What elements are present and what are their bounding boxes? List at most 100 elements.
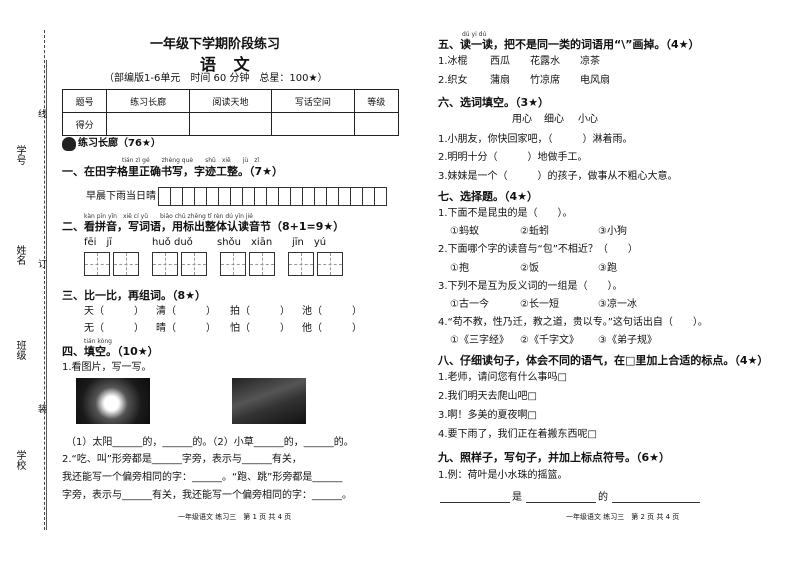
name-label: 姓名 (14, 245, 25, 265)
q1-pinyin: tián zì gé zhèng què shū xiě jù zǐ (122, 157, 260, 164)
q2-pinyin-3: shǒu xiān (217, 237, 273, 248)
score-row-label: 得分 (61, 112, 108, 136)
q2-pinyin-1: fēi jī (84, 237, 113, 248)
q3-item[interactable]: 他（ ） (302, 323, 362, 334)
q8-line[interactable]: 2.我们明天去爬山吧□ (438, 391, 537, 402)
class-label: 班级 (14, 340, 25, 360)
answer-box-1[interactable] (84, 252, 142, 276)
q9-word-de: 的 (598, 492, 608, 503)
exam-meta: （部编版1-6单元 时间 60 分钟 总星：100★） (104, 73, 328, 84)
q1-sentence: 早晨下雨当日晴 (86, 191, 156, 202)
q2-pinyin: kàn pīn yīn xiě cí yǔ biāo chū zhěng tǐ … (84, 213, 253, 220)
subject-title: 语 文 (200, 55, 256, 74)
q3-item[interactable]: 拍（ ） (230, 306, 290, 317)
score-header: 写话空间 (271, 89, 355, 113)
binding-margin: 学号 姓名 班级 学校 线 订 装 (0, 0, 58, 561)
score-header: 练习长廊 (106, 89, 190, 113)
q6-option: 细心 (544, 114, 564, 125)
q7-question-3: 3.下列不是互为反义词的一组是（ ）。 (438, 281, 623, 292)
q7-option[interactable]: ②饭 (520, 263, 539, 274)
q9-blank-1[interactable] (440, 502, 510, 503)
q4-sub1: 1.看图片，写一写。 (62, 362, 152, 373)
q7-option[interactable]: ②蚯蚓 (520, 226, 549, 237)
q6-title: 六、选词填空。（3★） (438, 96, 550, 109)
q4-line4[interactable]: 字旁，表示与______有关，我还能写一个偏旁相同的字：______。 (62, 490, 352, 501)
score-cell[interactable] (188, 112, 273, 136)
q2-pinyin-2: huǒ duǒ (152, 237, 193, 248)
q3-title: 三、比一比，再组词。（8★） (62, 289, 207, 302)
q3-item[interactable]: 清（ ） (156, 306, 216, 317)
cut-mark-line: 线 (38, 110, 48, 120)
q7-option[interactable]: ③《弟子规》 (598, 335, 657, 346)
q5-word[interactable]: 花露水 (530, 56, 560, 67)
q7-option[interactable]: ①《三字经》 (450, 335, 509, 346)
q5-word[interactable]: 凉茶 (580, 56, 600, 67)
score-table: 题号 练习长廊 阅读天地 写话空间 等级 得分 (61, 89, 400, 136)
q3-item[interactable]: 晴（ ） (156, 323, 216, 334)
q3-item[interactable]: 池（ ） (302, 306, 362, 317)
q7-question-4: 4.“苟不教，性乃迁，教之道，贵以专。”这句话出自（ ）。 (438, 317, 708, 328)
q5-word[interactable]: 蒲扇 (490, 75, 510, 86)
q5-pinyin: dú yi dú (462, 31, 487, 38)
q2-pinyin-4: jīn yú (292, 237, 327, 248)
q4-title: 四、填空。（10★） (62, 345, 159, 358)
cut-mark-order: 订 (38, 260, 48, 270)
q6-option: 用心 (512, 114, 532, 125)
answer-box-4[interactable] (288, 252, 346, 276)
q7-option[interactable]: ③跑 (598, 263, 617, 274)
q4-line2[interactable]: 2.“吃、叫”形旁都是______字旁，表示与______有关， (62, 454, 302, 465)
q8-line[interactable]: 1.老师，请问您有什么事吗□ (438, 372, 567, 383)
q7-question-2: 2.下面哪个字的读音与“包”不相近？（ ） (438, 244, 638, 255)
score-cell[interactable] (353, 112, 400, 136)
q7-option[interactable]: ③小狗 (598, 226, 627, 237)
q8-title: 八、仔细读句子，体会不同的语气，在□里加上合适的标点。（4★） (438, 354, 769, 367)
q7-option[interactable]: ①蚂蚁 (450, 226, 479, 237)
q6-option: 小心 (578, 114, 598, 125)
cut-line (44, 30, 45, 530)
q7-title: 七、选择题。（4★） (438, 190, 539, 203)
q7-option[interactable]: ①抱 (450, 263, 469, 274)
q5-word[interactable]: 西瓜 (490, 56, 510, 67)
q5-word[interactable]: 竹凉席 (530, 75, 560, 86)
q5-word[interactable]: 2.织女 (438, 75, 468, 86)
q7-option[interactable]: ③凉一冰 (598, 299, 637, 310)
q6-sentence-1[interactable]: 1.小朋友，你快回家吧，（ ）淋着雨。 (438, 134, 633, 145)
q3-item[interactable]: 天（ ） (84, 306, 144, 317)
score-cell[interactable] (271, 112, 355, 136)
q9-title: 九、照样子，写句子，并加上标点符号。（6★） (438, 451, 671, 464)
page-title: 一年级下学期阶段练习 (150, 37, 281, 52)
q5-word[interactable]: 电风扇 (580, 75, 610, 86)
q5-word[interactable]: 1.冰棍 (438, 56, 468, 67)
q4-line3[interactable]: 我还能写一个偏旁相同的字：______。“跑、跳”形旁都是______ (62, 472, 343, 483)
q4-line1[interactable]: （1）太阳______的，______的。（2）小草______的，______… (66, 437, 354, 448)
q7-option[interactable]: ②长一短 (520, 299, 559, 310)
q3-item[interactable]: 无（ ） (84, 323, 144, 334)
q6-sentence-2[interactable]: 2.明明十分（ ）地做手工。 (438, 152, 588, 163)
grass-photo (232, 378, 306, 424)
q3-item[interactable]: 怕（ ） (230, 323, 290, 334)
q8-line[interactable]: 3.啊！多美的夏夜啊□ (438, 410, 537, 421)
q9-blank-3[interactable] (612, 502, 700, 503)
cut-mark-bind: 装 (38, 405, 48, 415)
mascot-icon (62, 137, 76, 151)
score-header: 等级 (353, 89, 400, 113)
answer-box-3[interactable] (220, 252, 278, 276)
q9-word-is: 是 (512, 492, 522, 503)
footer-left: 一年级语文 练习三 第 1 页 共 4 页 (178, 513, 292, 521)
section-title: 练习长廊（76★） (78, 138, 161, 149)
q1-title: 一、在田字格里正确书写，字迹工整。（7★） (62, 165, 284, 178)
score-header: 题号 (61, 89, 108, 113)
q9-example: 1.例：荷叶是小水珠的摇篮。 (438, 470, 568, 481)
writing-grid[interactable] (158, 186, 387, 206)
q7-option[interactable]: ①古一今 (450, 299, 489, 310)
q9-blank-2[interactable] (526, 502, 596, 503)
student-id-label: 学号 (14, 145, 25, 165)
school-label: 学校 (14, 450, 25, 470)
score-cell[interactable] (106, 112, 190, 136)
score-header: 阅读天地 (188, 89, 273, 113)
answer-box-2[interactable] (152, 252, 210, 276)
q7-option[interactable]: ②《千字文》 (520, 335, 579, 346)
q6-sentence-3[interactable]: 3.妹妹是一个（ ）的孩子，做事从不粗心大意。 (438, 171, 678, 182)
q8-line[interactable]: 4.要下雨了，我们正在着搬东西呢□ (438, 429, 597, 440)
q2-title: 二、看拼音，写词语，用标出整体认读音节（8+1=9★） (62, 220, 345, 233)
